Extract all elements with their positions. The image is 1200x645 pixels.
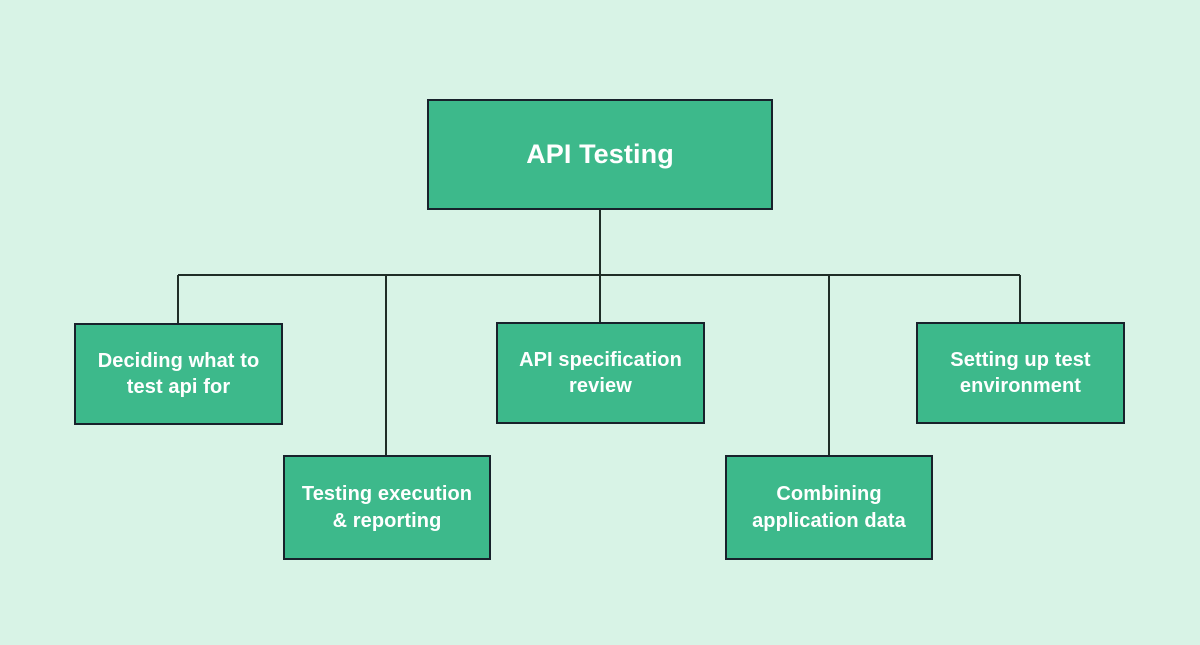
node-label-api-specification-review: API specification review xyxy=(519,348,682,397)
node-combining-application-data[interactable]: Combining application data xyxy=(725,455,933,560)
node-setting-up-test-environment[interactable]: Setting up test environment xyxy=(916,322,1125,424)
node-api-testing[interactable]: API Testing xyxy=(427,99,773,210)
node-label-setting-up-test-environment: Setting up test environment xyxy=(950,348,1091,397)
node-label-deciding-what-to-test-api-for: Deciding what to test api for xyxy=(97,349,260,398)
node-label-testing-execution-and-reporting: Testing execution & reporting xyxy=(301,483,473,532)
node-deciding-what-to-test-api-for[interactable]: Deciding what to test api for xyxy=(74,323,283,425)
node-label-api-testing: API Testing xyxy=(526,138,674,169)
node-api-specification-review[interactable]: API specification review xyxy=(496,322,705,424)
node-label-combining-application-data: Combining application data xyxy=(752,483,906,532)
node-testing-execution-and-reporting[interactable]: Testing execution & reporting xyxy=(283,455,491,560)
